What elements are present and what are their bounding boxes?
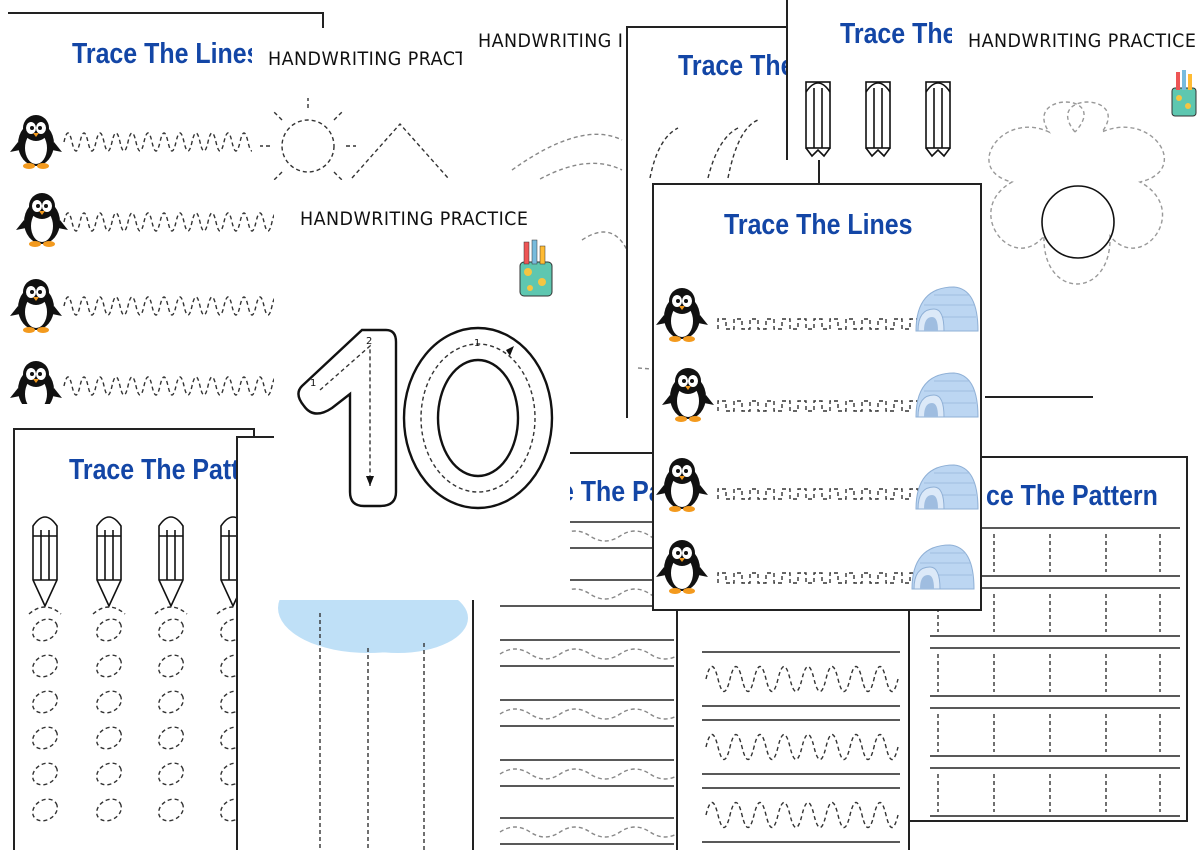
worksheet-handwriting-number: HANDWRITING PRACTICE 10 1 2 1 bbox=[274, 180, 570, 600]
number-ten-outline bbox=[297, 326, 554, 510]
sheet-title: Trace The bbox=[840, 18, 957, 50]
square-wave-trace-lines bbox=[717, 318, 926, 584]
sheet-title: HANDWRITING I bbox=[478, 30, 624, 52]
sheet-title: Trace The Lines bbox=[724, 209, 913, 241]
worksheet-handwriting-flower: HANDWRITING PRACTICE bbox=[952, 0, 1199, 400]
worksheet-zigzag-bottom bbox=[676, 600, 910, 850]
stroke-label: 1 bbox=[310, 378, 317, 389]
sheet-title: HANDWRITING PRACTICE bbox=[968, 30, 1197, 52]
sheet-title: HANDWRITING PRACT bbox=[268, 48, 462, 70]
worksheet-trace-pattern-left: Trace The Patt bbox=[13, 428, 255, 850]
sun-icon bbox=[260, 98, 449, 194]
flower-outline bbox=[988, 101, 1165, 285]
worksheet-handwriting-shapes: HANDWRITING PRACT bbox=[252, 28, 462, 208]
divider-line bbox=[985, 396, 1093, 398]
stroke-label: 2 bbox=[366, 336, 373, 347]
sheet-title: Trace The Patt bbox=[69, 454, 240, 486]
sheet-title: HANDWRITING PRACTICE bbox=[300, 208, 529, 230]
pencil-icons bbox=[805, 81, 951, 158]
sheet-title: e The Pa bbox=[560, 476, 663, 508]
worksheet-trace-pattern-mid: e The Pa bbox=[472, 452, 686, 850]
zigzag-trace-lines bbox=[702, 651, 900, 843]
sheet-title: ce The Pattern bbox=[986, 480, 1158, 512]
mountain-trace bbox=[351, 122, 449, 179]
sheet-title: Trace The bbox=[678, 50, 795, 82]
worksheet-trace-lines-front: Trace The Lines bbox=[652, 183, 982, 611]
sheet-title: Trace The Lines bbox=[72, 38, 261, 70]
stroke-label: 1 bbox=[474, 338, 481, 349]
worksheet-pencils-back: Trace The bbox=[786, 0, 958, 160]
pencil-loop-trace bbox=[28, 516, 250, 822]
